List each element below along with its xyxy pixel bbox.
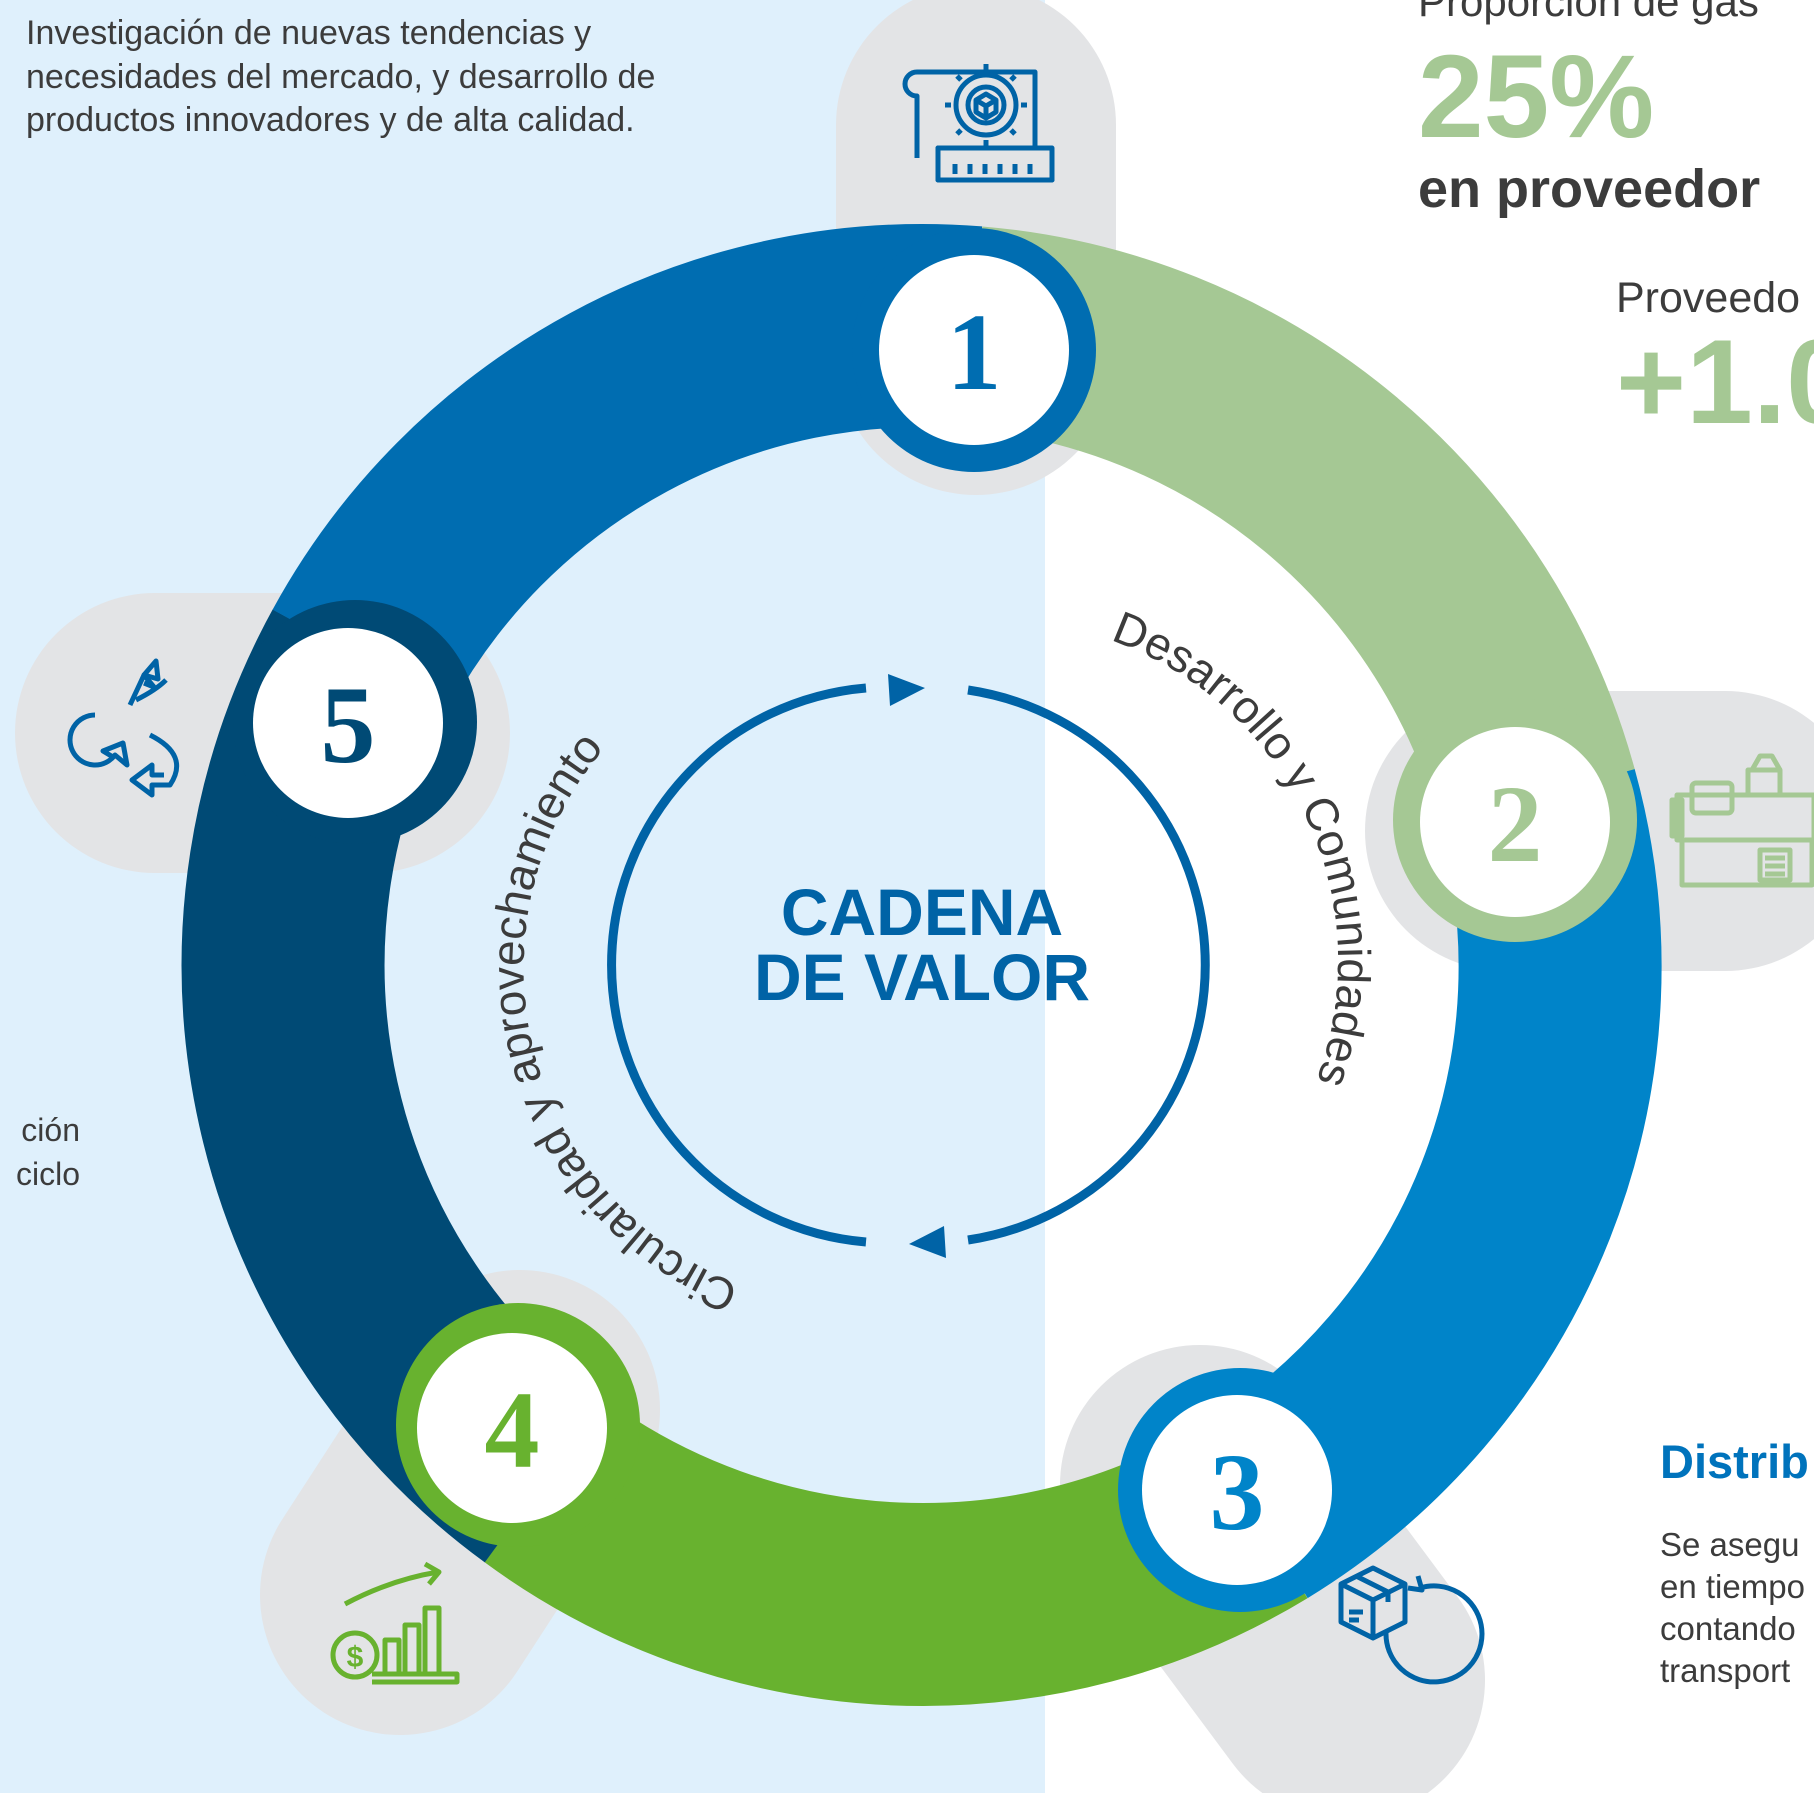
- distribution-line-1: Se asegu: [1660, 1526, 1800, 1563]
- step-3-badge: 3: [1142, 1395, 1332, 1585]
- distribution-line-4: transport: [1660, 1652, 1791, 1689]
- top-arrowhead: [888, 674, 925, 706]
- suppliers-label: Proveedo: [1616, 274, 1801, 322]
- right-cycle-arc: [967, 685, 1210, 1245]
- distribution-line-3: contando: [1660, 1610, 1796, 1647]
- money-growth-chart-icon: $: [330, 1561, 460, 1685]
- step-4-badge: 4: [417, 1333, 607, 1523]
- package-delivery-icon: [1338, 1565, 1485, 1685]
- bottom-arrowhead: [909, 1226, 946, 1258]
- left-cycle-arc: [607, 683, 867, 1247]
- truncated-side-text: ción ciclo: [0, 1108, 80, 1196]
- spend-proportion-value: 25%: [1418, 31, 1655, 163]
- spend-proportion-subtitle: en proveedor: [1418, 159, 1761, 219]
- arc-label-right-text: Desarrollo y Comunidades: [1106, 601, 1380, 1095]
- step-5-number: 5: [321, 664, 376, 786]
- industrial-machine-icon: [1669, 753, 1814, 888]
- svg-text:$: $: [347, 1641, 364, 1674]
- step-3-number: 3: [1210, 1431, 1265, 1553]
- center-title-line-1: CADENA: [781, 875, 1063, 949]
- arc-label-left-text: Circularidad y aprovechamiento: [481, 722, 744, 1324]
- arc-label-right: Desarrollo y Comunidades: [1106, 601, 1380, 1095]
- step-1-badge: 1: [879, 255, 1069, 445]
- blueprint-gear-icon: [902, 64, 1055, 183]
- step-5-badge: 5: [253, 628, 443, 818]
- truncated-line-1: ción: [21, 1112, 80, 1148]
- center-title-line-2: DE VALOR: [754, 940, 1090, 1014]
- inner-cycle-arrows: [607, 683, 1210, 1247]
- step-2-badge: 2: [1420, 727, 1610, 917]
- intro-description: Investigación de nuevas tendencias y nec…: [26, 14, 656, 139]
- distribution-line-2: en tiempo: [1660, 1568, 1805, 1605]
- truncated-line-2: ciclo: [15, 1156, 80, 1192]
- suppliers-value: +1.0: [1616, 315, 1814, 449]
- arc-label-left: Circularidad y aprovechamiento: [481, 722, 744, 1324]
- spend-proportion-label: Proporción de gas: [1418, 0, 1759, 25]
- step-1-number: 1: [947, 291, 1002, 413]
- distribution-title: Distrib: [1660, 1435, 1809, 1488]
- recycle-arrows-icon: [67, 658, 180, 798]
- distribution-description: Se asegu en tiempo contando transport: [1660, 1524, 1805, 1692]
- step-4-number: 4: [485, 1369, 540, 1491]
- step-2-number: 2: [1488, 763, 1543, 885]
